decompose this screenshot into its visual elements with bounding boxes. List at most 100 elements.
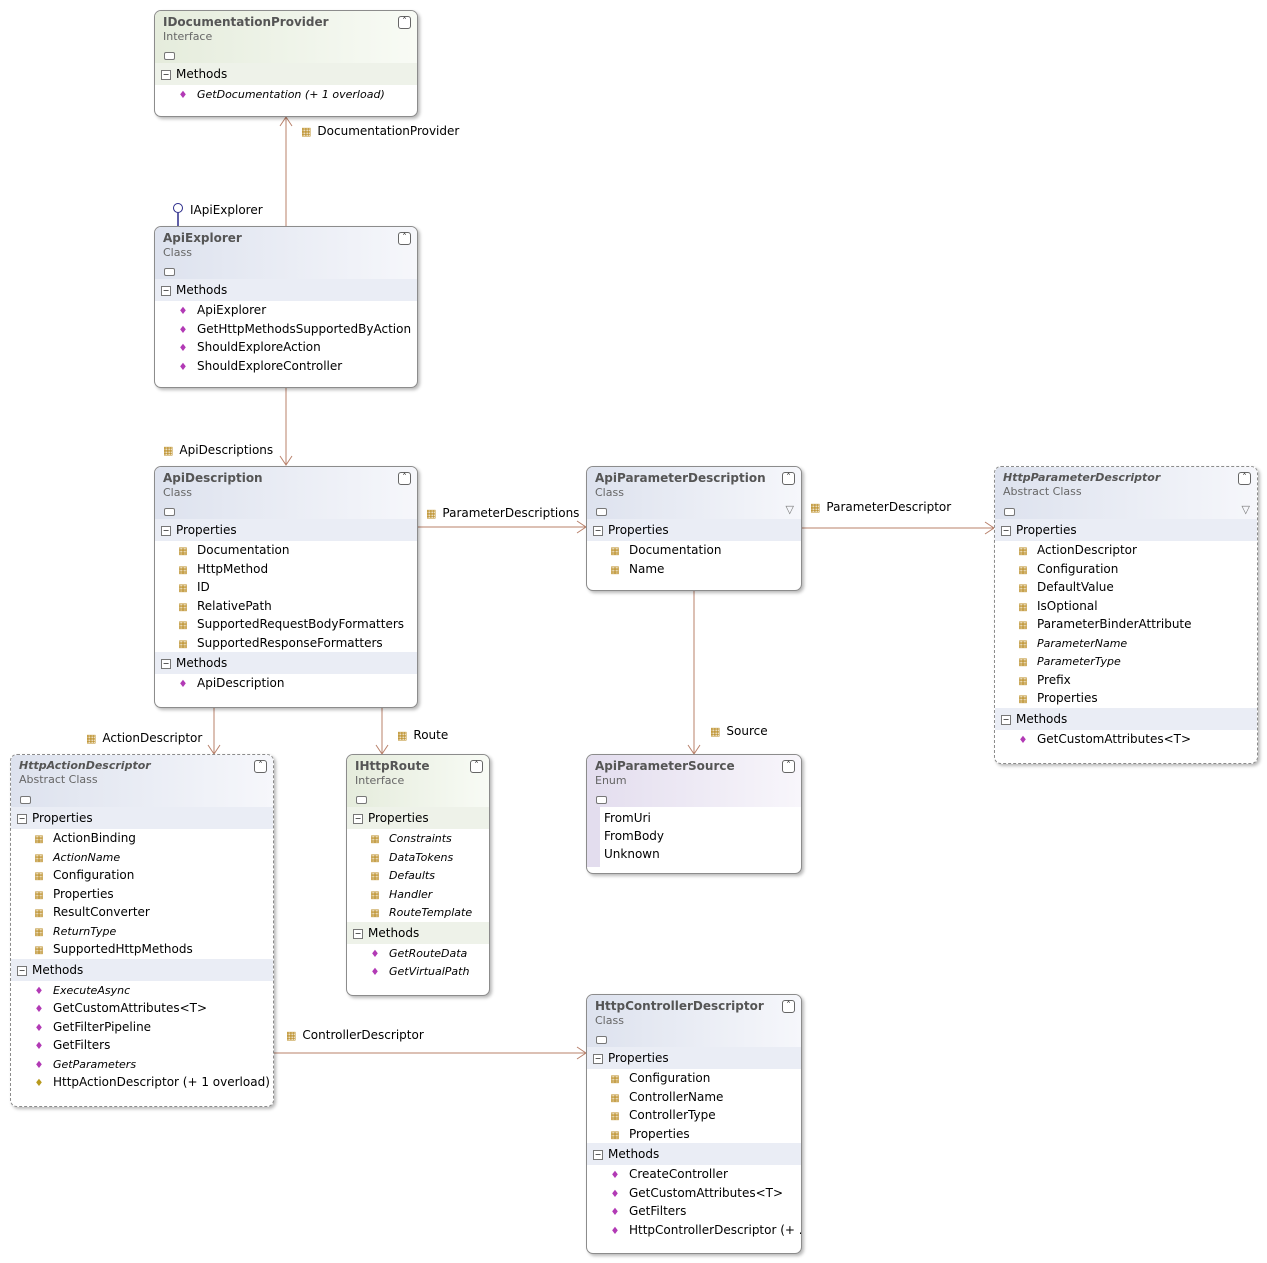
member-properties[interactable]: ▦Properties xyxy=(995,689,1257,708)
filter-icon[interactable]: ▽ xyxy=(1241,503,1250,516)
member-datatokens[interactable]: ▦DataTokens xyxy=(347,848,489,867)
section-properties[interactable]: −Properties xyxy=(155,519,417,541)
member-shouldexploreaction[interactable]: ♦ShouldExploreAction xyxy=(155,338,417,357)
section-methods[interactable]: −Methods xyxy=(155,652,417,674)
enum-value[interactable]: Unknown xyxy=(604,847,660,861)
member-id[interactable]: ▦ID xyxy=(155,578,417,597)
collapse-section-icon[interactable]: − xyxy=(593,1150,603,1160)
collapse-section-icon[interactable]: − xyxy=(353,814,363,824)
member-defaults[interactable]: ▦Defaults xyxy=(347,866,489,885)
collapse-section-icon[interactable]: − xyxy=(593,1054,603,1064)
label-source[interactable]: ▦Source xyxy=(710,724,768,738)
section-properties[interactable]: −Properties xyxy=(587,519,801,541)
member-defaultvalue[interactable]: ▦DefaultValue xyxy=(995,578,1257,597)
collapse-section-icon[interactable]: − xyxy=(161,659,171,669)
member-relativepath[interactable]: ▦RelativePath xyxy=(155,597,417,616)
member-actionname[interactable]: ▦ActionName xyxy=(11,848,273,867)
member-documentation[interactable]: ▦Documentation xyxy=(155,541,417,560)
section-properties[interactable]: −Properties xyxy=(995,519,1257,541)
collapse-section-icon[interactable]: − xyxy=(161,286,171,296)
member-getcustomattributes-t[interactable]: ♦GetCustomAttributes<T> xyxy=(995,730,1257,749)
section-methods[interactable]: −Methods xyxy=(347,921,489,944)
member-httpactiondescriptor-1-overload[interactable]: ♦HttpActionDescriptor (+ 1 overload) xyxy=(11,1073,273,1092)
section-methods[interactable]: −Methods xyxy=(587,1143,801,1165)
member-supportedrequestbodyformatters[interactable]: ▦SupportedRequestBodyFormatters xyxy=(155,615,417,634)
member-parameterbinderattribute[interactable]: ▦ParameterBinderAttribute xyxy=(995,615,1257,634)
section-properties[interactable]: −Properties xyxy=(347,807,489,829)
member-getroutedata[interactable]: ♦GetRouteData xyxy=(347,944,489,963)
label-parameter-descriptions[interactable]: ▦ParameterDescriptions xyxy=(426,506,580,520)
label-documentation-provider[interactable]: ▦DocumentationProvider xyxy=(301,124,460,138)
section-methods[interactable]: −Methods xyxy=(995,707,1257,730)
member-httpcontrollerdescriptor[interactable]: ♦HttpControllerDescriptor (+ ... xyxy=(587,1221,801,1240)
section-methods[interactable]: −Methods xyxy=(11,958,273,981)
collapse-icon[interactable]: ˄ xyxy=(782,1000,795,1013)
member-actiondescriptor[interactable]: ▦ActionDescriptor xyxy=(995,541,1257,560)
label-controller-descriptor[interactable]: ▦ControllerDescriptor xyxy=(286,1028,424,1042)
collapse-icon[interactable]: ˄ xyxy=(398,16,411,29)
collapse-section-icon[interactable]: − xyxy=(17,814,27,824)
label-parameter-descriptor[interactable]: ▦ParameterDescriptor xyxy=(810,500,952,514)
member-apidescription[interactable]: ♦ApiDescription xyxy=(155,674,417,693)
member-configuration[interactable]: ▦Configuration xyxy=(587,1069,801,1088)
member-apiexplorer[interactable]: ♦ApiExplorer xyxy=(155,301,417,320)
member-documentation[interactable]: ▦Documentation xyxy=(587,541,801,560)
collapse-section-icon[interactable]: − xyxy=(593,526,603,536)
section-methods[interactable]: −Methods xyxy=(155,63,417,85)
member-configuration[interactable]: ▦Configuration xyxy=(11,866,273,885)
member-httpmethod[interactable]: ▦HttpMethod xyxy=(155,560,417,579)
filter-icon[interactable]: ▽ xyxy=(785,503,794,516)
section-properties[interactable]: −Properties xyxy=(587,1047,801,1069)
member-parametername[interactable]: ▦ParameterName xyxy=(995,634,1257,653)
collapse-icon[interactable]: ˄ xyxy=(782,472,795,485)
member-prefix[interactable]: ▦Prefix xyxy=(995,671,1257,690)
label-action-descriptor[interactable]: ▦ActionDescriptor xyxy=(86,731,203,745)
collapse-icon[interactable]: ˄ xyxy=(470,760,483,773)
member-isoptional[interactable]: ▦IsOptional xyxy=(995,597,1257,616)
collapse-icon[interactable]: ˄ xyxy=(398,472,411,485)
member-controllertype[interactable]: ▦ControllerType xyxy=(587,1106,801,1125)
member-resultconverter[interactable]: ▦ResultConverter xyxy=(11,903,273,922)
member-getparameters[interactable]: ♦GetParameters xyxy=(11,1055,273,1074)
member-gethttpmethodssupportedbyaction[interactable]: ♦GetHttpMethodsSupportedByAction xyxy=(155,320,417,339)
collapse-section-icon[interactable]: − xyxy=(1001,714,1011,725)
enum-value[interactable]: FromBody xyxy=(604,829,665,843)
collapse-icon[interactable]: ˄ xyxy=(254,760,267,773)
member-createcontroller[interactable]: ♦CreateController xyxy=(587,1165,801,1184)
collapse-section-icon[interactable]: − xyxy=(17,965,27,976)
member-executeasync[interactable]: ♦ExecuteAsync xyxy=(11,981,273,1000)
collapse-section-icon[interactable]: − xyxy=(353,928,363,939)
member-actionbinding[interactable]: ▦ActionBinding xyxy=(11,829,273,848)
collapse-icon[interactable]: ˄ xyxy=(1238,472,1251,485)
collapse-section-icon[interactable]: − xyxy=(161,526,171,536)
member-shouldexplorecontroller[interactable]: ♦ShouldExploreController xyxy=(155,357,417,376)
label-api-descriptions[interactable]: ▦ApiDescriptions xyxy=(163,443,274,457)
member-returntype[interactable]: ▦ReturnType xyxy=(11,922,273,941)
label-route[interactable]: ▦Route xyxy=(397,728,449,742)
member-getfilters[interactable]: ♦GetFilters xyxy=(11,1036,273,1055)
member-getfilters[interactable]: ♦GetFilters xyxy=(587,1202,801,1221)
member-supportedhttpmethods[interactable]: ▦SupportedHttpMethods xyxy=(11,940,273,959)
member-getcustomattributes-t[interactable]: ♦GetCustomAttributes<T> xyxy=(11,999,273,1018)
member-getfilterpipeline[interactable]: ♦GetFilterPipeline xyxy=(11,1018,273,1037)
member-properties[interactable]: ▦Properties xyxy=(11,885,273,904)
collapse-icon[interactable]: ˄ xyxy=(398,232,411,245)
member-getcustomattributes-t[interactable]: ♦GetCustomAttributes<T> xyxy=(587,1184,801,1203)
member-getvirtualpath[interactable]: ♦GetVirtualPath xyxy=(347,962,489,981)
section-properties[interactable]: −Properties xyxy=(11,807,273,829)
member-supportedresponseformatters[interactable]: ▦SupportedResponseFormatters xyxy=(155,634,417,653)
member-getdocumentation-1-overload[interactable]: ♦GetDocumentation (+ 1 overload) xyxy=(155,85,417,104)
collapse-icon[interactable]: ˄ xyxy=(782,760,795,773)
member-handler[interactable]: ▦Handler xyxy=(347,885,489,904)
member-constraints[interactable]: ▦Constraints xyxy=(347,829,489,848)
collapse-section-icon[interactable]: − xyxy=(1001,526,1011,536)
